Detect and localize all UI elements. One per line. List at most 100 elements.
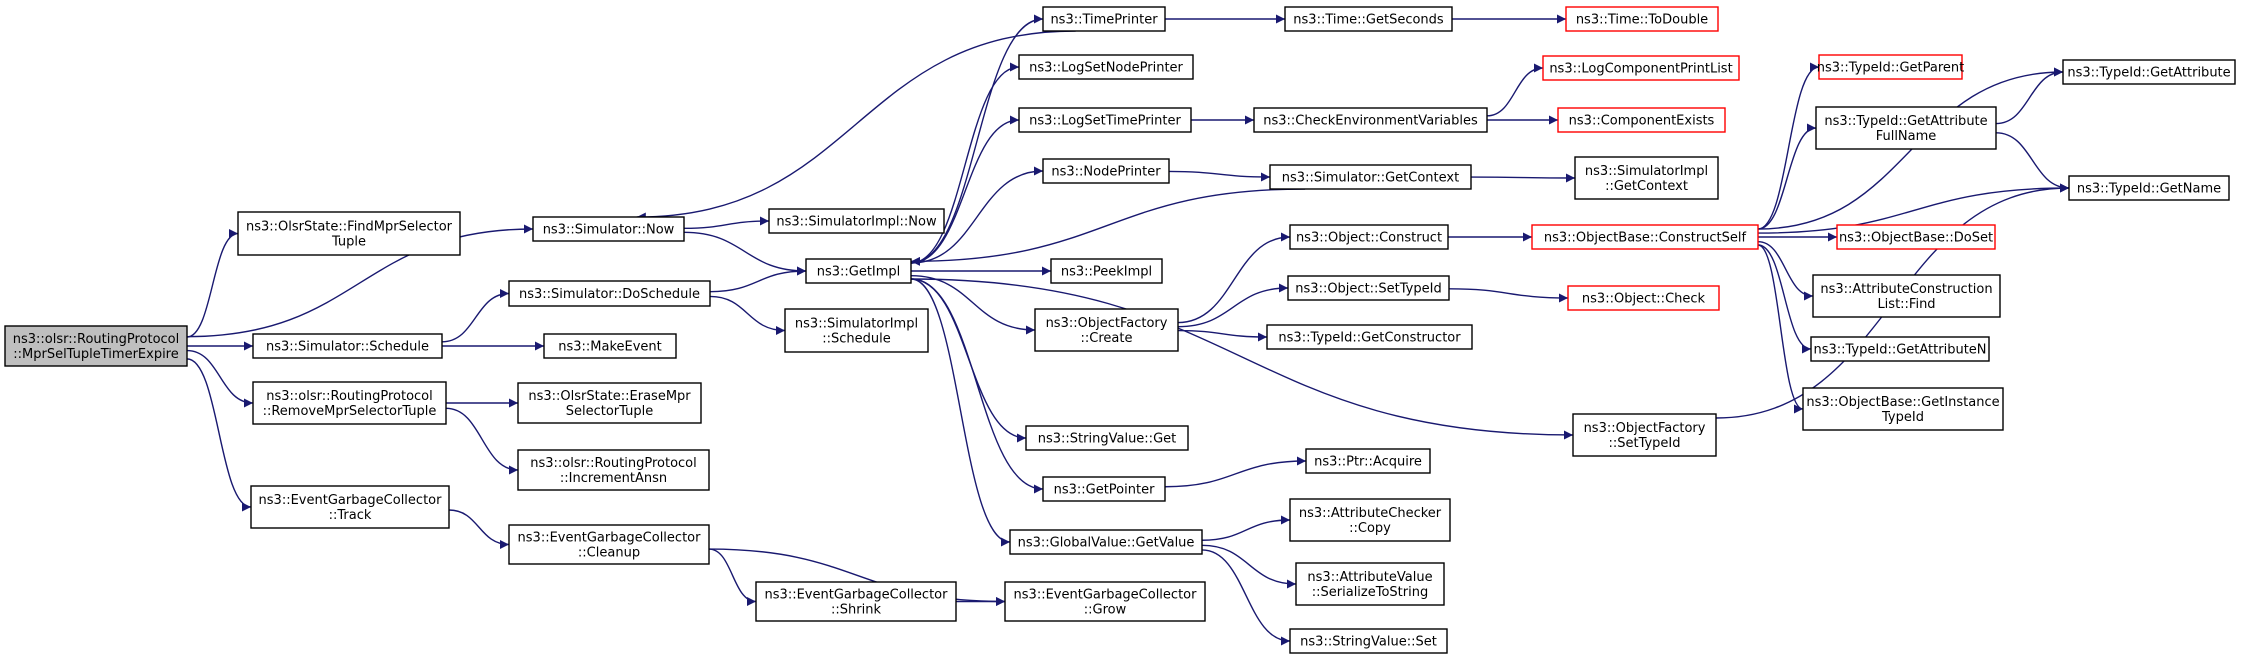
node-box[interactable]	[1815, 106, 1997, 150]
node-objbasedoset[interactable]: ns3::ObjectBase::DoSet	[1836, 224, 1996, 250]
node-egccleanup[interactable]: ns3::EventGarbageCollector::Cleanup	[508, 524, 710, 565]
node-box[interactable]	[1018, 54, 1194, 80]
node-box[interactable]	[805, 258, 912, 284]
node-box[interactable]	[1253, 107, 1488, 133]
node-box[interactable]	[784, 308, 929, 353]
node-getimpl[interactable]: ns3::GetImpl	[805, 258, 912, 284]
node-box[interactable]	[1531, 224, 1759, 250]
node-box[interactable]	[1802, 387, 2004, 431]
node-box[interactable]	[1818, 54, 1963, 80]
node-removempr[interactable]: ns3::olsr::RoutingProtocol::RemoveMprSel…	[252, 381, 447, 425]
node-getpointer[interactable]: ns3::GetPointer	[1042, 476, 1166, 502]
node-simsched[interactable]: ns3::Simulator::Schedule	[252, 333, 443, 359]
node-box[interactable]	[1009, 529, 1203, 555]
node-box[interactable]	[1042, 6, 1166, 32]
node-ptracquire[interactable]: ns3::Ptr::Acquire	[1305, 448, 1431, 474]
node-box[interactable]	[1042, 158, 1170, 184]
node-objconstruct[interactable]: ns3::Object::Construct	[1289, 224, 1449, 250]
node-strvalget[interactable]: ns3::StringValue::Get	[1025, 425, 1189, 451]
node-box[interactable]	[250, 485, 450, 529]
node-box[interactable]	[1004, 581, 1206, 622]
node-typeidgetname[interactable]: ns3::TypeId::GetName	[2068, 175, 2230, 201]
node-box[interactable]	[1050, 258, 1163, 284]
node-simgetctx[interactable]: ns3::Simulator::GetContext	[1269, 164, 1472, 190]
node-box[interactable]	[1284, 6, 1453, 32]
node-box[interactable]	[1557, 107, 1726, 133]
node-box[interactable]	[768, 208, 945, 234]
node-box[interactable]	[1810, 336, 1990, 362]
node-box[interactable]	[1812, 274, 2001, 318]
node-box[interactable]	[1572, 413, 1717, 457]
node-objsettypeid[interactable]: ns3::Object::SetTypeId	[1287, 275, 1450, 301]
node-box[interactable]	[1289, 498, 1451, 542]
node-box[interactable]	[252, 381, 447, 425]
node-attrvalser[interactable]: ns3::AttributeValue::SerializeToString	[1295, 562, 1445, 606]
node-simimplgetctx[interactable]: ns3::SimulatorImpl::GetContext	[1574, 156, 1719, 200]
node-simimplsched[interactable]: ns3::SimulatorImpl::Schedule	[784, 308, 929, 353]
node-box[interactable]	[755, 581, 957, 622]
node-compexists[interactable]: ns3::ComponentExists	[1557, 107, 1726, 133]
node-objfactsettypeid[interactable]: ns3::ObjectFactory::SetTypeId	[1572, 413, 1717, 457]
node-box[interactable]	[508, 524, 710, 565]
node-box[interactable]	[1289, 224, 1449, 250]
node-attrcheckcopy[interactable]: ns3::AttributeChecker::Copy	[1289, 498, 1451, 542]
node-box[interactable]	[2062, 59, 2236, 85]
node-box[interactable]	[237, 211, 461, 256]
node-box[interactable]	[252, 333, 443, 359]
node-box[interactable]	[532, 216, 685, 242]
node-typeidgetattr[interactable]: ns3::TypeId::GetAttribute	[2062, 59, 2236, 85]
node-box[interactable]	[517, 449, 710, 491]
node-box[interactable]	[2068, 175, 2230, 201]
node-objfactcreate[interactable]: ns3::ObjectFactory::Create	[1034, 308, 1179, 352]
node-box[interactable]	[1567, 285, 1720, 311]
node-box[interactable]	[1287, 275, 1450, 301]
node-root[interactable]: ns3::olsr::RoutingProtocol::MprSelTupleT…	[4, 325, 188, 367]
node-typeidgetattrn[interactable]: ns3::TypeId::GetAttributeN	[1810, 336, 1990, 362]
node-box[interactable]	[508, 280, 711, 307]
node-incansn[interactable]: ns3::olsr::RoutingProtocol::IncrementAns…	[517, 449, 710, 491]
node-box[interactable]	[1542, 55, 1740, 81]
node-egcgrow[interactable]: ns3::EventGarbageCollector::Grow	[1004, 581, 1206, 622]
node-typeidgetparent[interactable]: ns3::TypeId::GetParent	[1817, 54, 1965, 80]
node-box[interactable]	[1042, 476, 1166, 502]
node-box[interactable]	[1266, 324, 1473, 350]
node-timetodouble[interactable]: ns3::Time::ToDouble	[1565, 6, 1719, 32]
node-box[interactable]	[1305, 448, 1431, 474]
node-logcompprint[interactable]: ns3::LogComponentPrintList	[1542, 55, 1740, 81]
node-box[interactable]	[1269, 164, 1472, 190]
node-makeevent[interactable]: ns3::MakeEvent	[543, 333, 677, 359]
node-timeprinter[interactable]: ns3::TimePrinter	[1042, 6, 1166, 32]
node-logsetnode[interactable]: ns3::LogSetNodePrinter	[1018, 54, 1194, 80]
node-simdosched[interactable]: ns3::Simulator::DoSchedule	[508, 280, 711, 307]
node-box[interactable]	[1034, 308, 1179, 352]
node-box[interactable]	[1018, 107, 1192, 133]
node-box[interactable]	[517, 382, 702, 424]
node-box[interactable]	[1289, 628, 1448, 654]
node-checkenv[interactable]: ns3::CheckEnvironmentVariables	[1253, 107, 1488, 133]
node-egcshrink[interactable]: ns3::EventGarbageCollector::Shrink	[755, 581, 957, 622]
node-simimplnow[interactable]: ns3::SimulatorImpl::Now	[768, 208, 945, 234]
node-gvgetvalue[interactable]: ns3::GlobalValue::GetValue	[1009, 529, 1203, 555]
node-logsettime[interactable]: ns3::LogSetTimePrinter	[1018, 107, 1192, 133]
node-objbaseconstructself[interactable]: ns3::ObjectBase::ConstructSelf	[1531, 224, 1759, 250]
node-peekimpl[interactable]: ns3::PeekImpl	[1050, 258, 1163, 284]
node-box[interactable]	[1295, 562, 1445, 606]
node-nodeprinter[interactable]: ns3::NodePrinter	[1042, 158, 1170, 184]
node-typeidgetctor[interactable]: ns3::TypeId::GetConstructor	[1266, 324, 1473, 350]
node-timegetsec[interactable]: ns3::Time::GetSeconds	[1284, 6, 1453, 32]
node-objcheck[interactable]: ns3::Object::Check	[1567, 285, 1720, 311]
node-box[interactable]	[1565, 6, 1719, 32]
node-box[interactable]	[1574, 156, 1719, 200]
node-egctrack[interactable]: ns3::EventGarbageCollector::Track	[250, 485, 450, 529]
node-box[interactable]	[1025, 425, 1189, 451]
node-simnow[interactable]: ns3::Simulator::Now	[532, 216, 685, 242]
node-box[interactable]	[543, 333, 677, 359]
node-strvalset[interactable]: ns3::StringValue::Set	[1289, 628, 1448, 654]
node-box[interactable]	[4, 325, 188, 367]
node-box[interactable]	[1836, 224, 1996, 250]
